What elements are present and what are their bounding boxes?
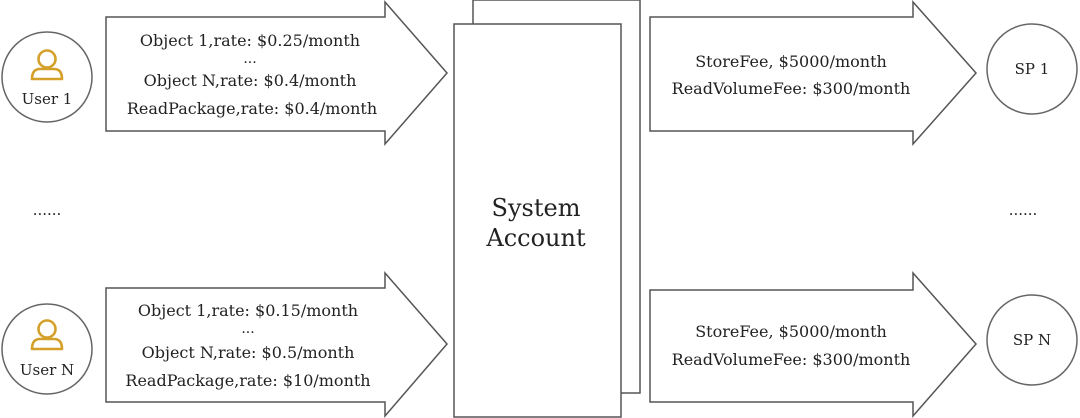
inbound-line-object-1: Object 1,rate: $0.15/month (138, 301, 358, 320)
system-account-front-box (453, 23, 622, 418)
inbound-line-object-1: Object 1,rate: $0.25/month (140, 31, 360, 50)
provider-label: SP N (1013, 331, 1051, 349)
inbound-line-read-package: ReadPackage,rate: $10/month (125, 371, 370, 390)
inbound-dots: ... (243, 51, 256, 67)
outbound-arrow-1: StoreFee, $5000/month ReadVolumeFee: $30… (649, 0, 978, 146)
outbound-read-volume-fee: ReadVolumeFee: $300/month (672, 350, 911, 369)
user-icon (30, 49, 64, 81)
user-icon (30, 319, 64, 351)
provider-node-1: SP 1 (986, 23, 1078, 115)
system-account-title-line2: Account (485, 224, 586, 252)
outbound-arrow-n: StoreFee, $5000/month ReadVolumeFee: $30… (649, 271, 977, 418)
user-ellipsis: ...... (33, 201, 62, 219)
provider-node-n: SP N (986, 294, 1078, 386)
inbound-dots: ... (241, 321, 254, 337)
outbound-store-fee: StoreFee, $5000/month (695, 52, 887, 71)
outbound-read-volume-fee: ReadVolumeFee: $300/month (672, 79, 911, 98)
outbound-store-fee: StoreFee, $5000/month (695, 322, 887, 341)
provider-label: SP 1 (1015, 60, 1050, 78)
system-account-title-line1: System (492, 194, 581, 222)
user-node-1: User 1 (1, 31, 93, 123)
inbound-arrow-1: Object 1,rate: $0.25/month ... Object N,… (105, 0, 448, 146)
provider-ellipsis: ...... (1009, 201, 1038, 219)
user-label: User N (20, 361, 74, 379)
user-label: User 1 (22, 90, 73, 108)
user-node-n: User N (1, 303, 93, 395)
inbound-line-object-n: Object N,rate: $0.5/month (142, 343, 355, 362)
inbound-line-object-n: Object N,rate: $0.4/month (144, 71, 357, 90)
inbound-line-read-package: ReadPackage,rate: $0.4/month (127, 99, 377, 118)
system-account: System Account (453, 0, 641, 418)
inbound-arrow-n: Object 1,rate: $0.15/month ... Object N,… (105, 271, 448, 418)
